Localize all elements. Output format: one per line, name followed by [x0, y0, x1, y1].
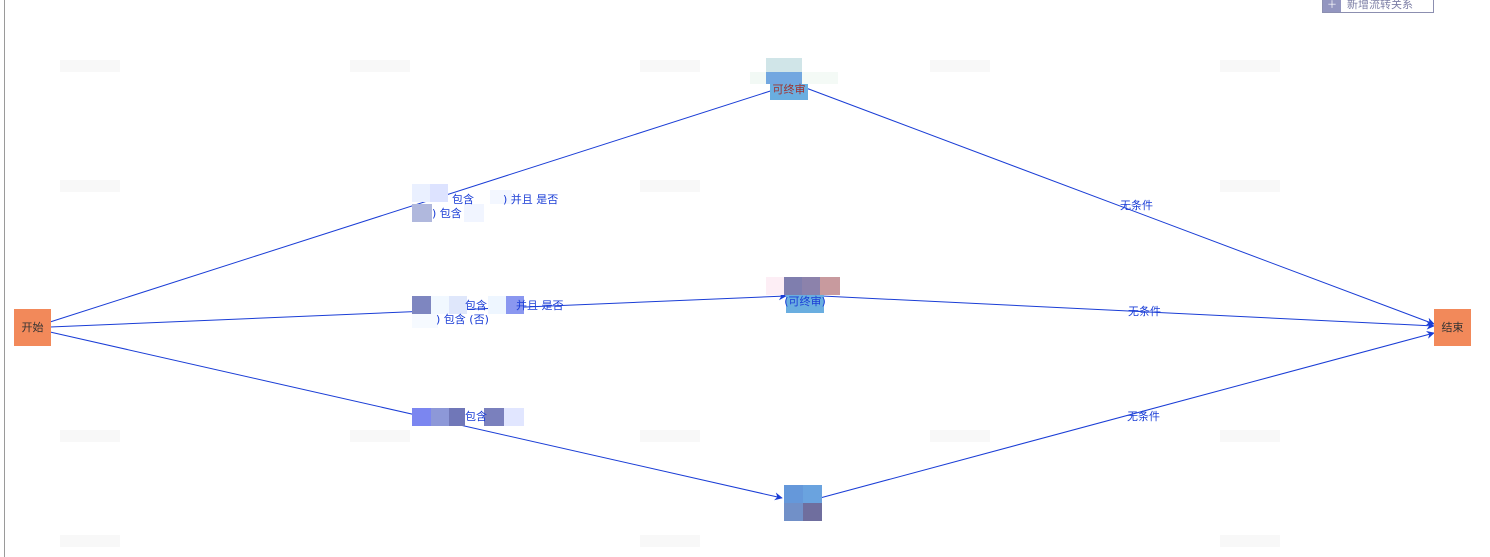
node-review-mid[interactable]: (可终审): [766, 277, 840, 313]
node-start-label: 开始: [22, 320, 44, 334]
add-relation-label: 新增流转关系: [1347, 0, 1413, 11]
edge-label-top-line2: ) 包含: [432, 206, 462, 220]
node-end-label: 结束: [1442, 321, 1464, 334]
edge-label-mid-line1: 包含 并且 是否: [465, 298, 564, 312]
canvas-left-border: [4, 0, 5, 557]
edge-label-start-to-bottom[interactable]: 包含: [412, 408, 524, 426]
edge-label-top-line1: 包含 ) 并且 是否: [452, 192, 558, 206]
edge-label-start-to-top[interactable]: 包含 ) 并且 是否 ) 包含: [412, 184, 558, 222]
add-relation-button[interactable]: ＋ 新增流转关系: [1322, 0, 1434, 13]
edge-label-start-to-mid[interactable]: 包含 并且 是否 ) 包含 (否): [412, 296, 564, 328]
node-review-bottom[interactable]: [784, 485, 822, 521]
plus-icon: ＋: [1323, 0, 1341, 12]
edge-label-bottom-to-end[interactable]: 无条件: [1127, 409, 1160, 423]
node-start[interactable]: 开始: [14, 309, 51, 346]
background-watermarks: [60, 60, 1280, 547]
edge-label-mid-to-end[interactable]: 无条件: [1128, 304, 1161, 318]
edge-label-bottom-line1: 包含: [465, 409, 487, 423]
edge-bottom-to-end[interactable]: [819, 331, 1435, 499]
edge-top-to-end[interactable]: [805, 87, 1435, 326]
node-review-top-label: 可终审: [773, 82, 806, 96]
node-end[interactable]: 结束: [1434, 309, 1471, 346]
edge-mid-to-end[interactable]: [821, 295, 1435, 330]
edge-label-top-to-end[interactable]: 无条件: [1120, 198, 1153, 212]
node-review-mid-label: (可终审): [784, 294, 826, 308]
node-review-top[interactable]: 可终审: [750, 58, 838, 100]
edges: [49, 84, 1435, 501]
edge-label-mid-line2: ) 包含 (否): [436, 312, 489, 326]
